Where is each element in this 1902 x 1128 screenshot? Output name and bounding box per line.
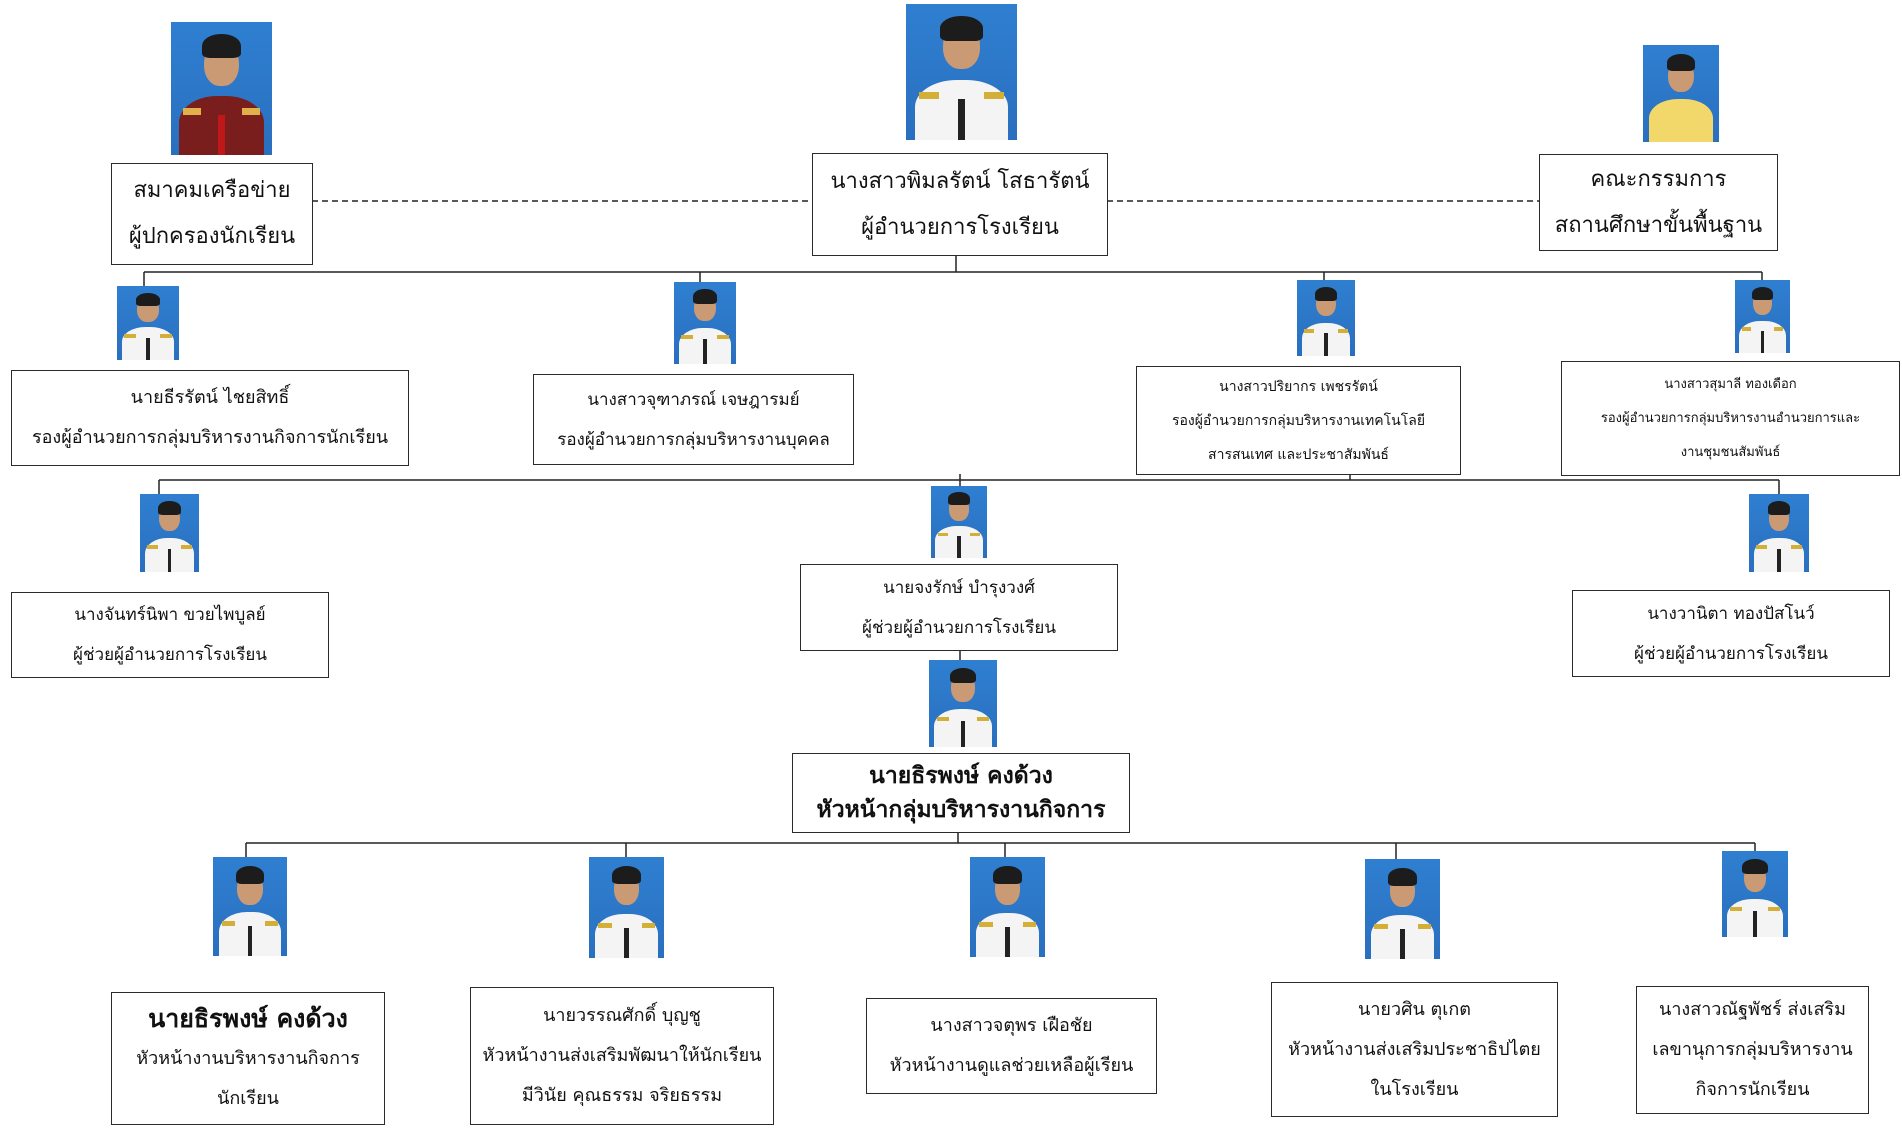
- photo-staff-1: [213, 857, 287, 956]
- deputy-title-cont: งานชุมชนสัมพันธ์: [1680, 444, 1781, 460]
- deputy-name: นางสาวสุมาลี ทองเดือก: [1664, 376, 1797, 392]
- photo-deputy-2: [674, 282, 736, 364]
- assistant-title: ผู้ช่วยผู้อำนวยการโรงเรียน: [1634, 643, 1828, 664]
- photo-assistant-1: [140, 494, 199, 572]
- photo-group-head: [929, 660, 997, 747]
- photo-deputy-4: [1735, 280, 1790, 353]
- board-line2: สถานศึกษาขั้นพื้นฐาน: [1554, 212, 1763, 238]
- staff-role-cont: นักเรียน: [217, 1087, 279, 1109]
- photo-staff-5: [1722, 851, 1788, 937]
- deputy-title-cont: สารสนเทศ และประชาสัมพันธ์: [1208, 446, 1389, 463]
- photo-deputy-3: [1297, 280, 1355, 356]
- staff-name: นายวศิน ตุเกต: [1358, 998, 1471, 1020]
- staff-role-cont: กิจการนักเรียน: [1695, 1079, 1810, 1100]
- staff-role: หัวหน้างานส่งเสริมพัฒนาให้นักเรียน: [482, 1045, 762, 1066]
- staff-name: นางสาวณัฐพัชร์ ส่งเสริม: [1659, 999, 1846, 1020]
- assistant-title: ผู้ช่วยผู้อำนวยการโรงเรียน: [862, 617, 1056, 638]
- deputy-title: รองผู้อำนวยการกลุ่มบริหารงานอำนวยการและ: [1600, 410, 1861, 426]
- deputy-box-3: นางสาวปริยากร เพชรรัตน์ รองผู้อำนวยการกล…: [1136, 366, 1461, 475]
- staff-name: นายธิรพงษ์ คงด้วง: [148, 1003, 348, 1033]
- photo-board: [1643, 45, 1719, 142]
- deputy-title: รองผู้อำนวยการกลุ่มบริหารงานกิจการนักเรี…: [31, 427, 389, 448]
- assistant-box-1: นางจันทร์นิพา ขวยไพบูลย์ ผู้ช่วยผู้อำนวย…: [11, 592, 329, 678]
- assistant-box-2: นายจงรักษ์ บำรุงวงศ์ ผู้ช่วยผู้อำนวยการโ…: [800, 564, 1118, 651]
- director-title: ผู้อำนวยการโรงเรียน: [861, 214, 1059, 240]
- assistant-name: นายจงรักษ์ บำรุงวงศ์: [883, 577, 1035, 598]
- photo-parent-association: [171, 22, 272, 155]
- parent-association-box: สมาคมเครือข่าย ผู้ปกครองนักเรียน: [111, 163, 313, 265]
- deputy-title: รองผู้อำนวยการกลุ่มบริหารงานบุคคล: [557, 429, 830, 450]
- deputy-box-1: นายธีรรัตน์ ไชยสิทธิ์ รองผู้อำนวยการกลุ่…: [11, 370, 409, 466]
- director-box: นางสาวพิมลรัตน์ โสธารัตน์ ผู้อำนวยการโรง…: [812, 153, 1108, 256]
- staff-box-1: นายธิรพงษ์ คงด้วง หัวหน้างานบริหารงานกิจ…: [111, 992, 385, 1125]
- deputy-name: นางสาวจุฑาภรณ์ เจษฎารมย์: [587, 389, 800, 410]
- staff-box-2: นายวรรณศักดิ์ บุญชู หัวหน้างานส่งเสริมพั…: [470, 987, 774, 1125]
- assistant-name: นางวานิตา ทองปัสโนว์: [1647, 603, 1815, 624]
- deputy-box-4: นางสาวสุมาลี ทองเดือก รองผู้อำนวยการกลุ่…: [1561, 361, 1900, 476]
- parent-association-line2: ผู้ปกครองนักเรียน: [128, 224, 296, 249]
- photo-director: [906, 4, 1017, 140]
- staff-name: นางสาวจตุพร เฝือชัย: [930, 1015, 1093, 1036]
- staff-role: เลขานุการกลุ่มบริหารงาน: [1652, 1039, 1853, 1060]
- staff-role: หัวหน้างานบริหารงานกิจการ: [136, 1047, 360, 1069]
- photo-deputy-1: [117, 286, 179, 360]
- photo-assistant-2: [931, 486, 987, 558]
- group-head-title: หัวหน้ากลุ่มบริหารงานกิจการ: [816, 797, 1106, 823]
- deputy-title: รองผู้อำนวยการกลุ่มบริหารงานเทคโนโลยี: [1171, 412, 1426, 429]
- director-name: นางสาวพิมลรัตน์ โสธารัตน์: [830, 168, 1090, 194]
- staff-box-5: นางสาวณัฐพัชร์ ส่งเสริม เลขานุการกลุ่มบร…: [1636, 986, 1869, 1114]
- deputy-name: นายธีรรัตน์ ไชยสิทธิ์: [130, 387, 290, 408]
- assistant-title: ผู้ช่วยผู้อำนวยการโรงเรียน: [73, 645, 267, 665]
- assistant-box-3: นางวานิตา ทองปัสโนว์ ผู้ช่วยผู้อำนวยการโ…: [1572, 590, 1890, 677]
- staff-box-4: นายวศิน ตุเกต หัวหน้างานส่งเสริมประชาธิป…: [1271, 982, 1558, 1117]
- group-head-name: นายธิรพงษ์ คงด้วง: [869, 763, 1053, 789]
- staff-role-cont: ในโรงเรียน: [1370, 1078, 1459, 1100]
- staff-role: หัวหน้างานส่งเสริมประชาธิปไตย: [1288, 1038, 1541, 1060]
- photo-staff-3: [970, 857, 1045, 957]
- deputy-name: นางสาวปริยากร เพชรรัตน์: [1219, 378, 1378, 395]
- deputy-box-2: นางสาวจุฑาภรณ์ เจษฎารมย์ รองผู้อำนวยการก…: [533, 374, 854, 465]
- photo-staff-4: [1365, 859, 1440, 959]
- photo-staff-2: [589, 857, 664, 958]
- staff-name: นายวรรณศักดิ์ บุญชู: [543, 1005, 701, 1026]
- staff-role-cont: มีวินัย คุณธรรม จริยธรรม: [521, 1085, 723, 1106]
- staff-role: หัวหน้างานดูแลช่วยเหลือผู้เรียน: [889, 1055, 1134, 1076]
- board-line1: คณะกรรมการ: [1590, 166, 1727, 192]
- parent-association-line1: สมาคมเครือข่าย: [133, 178, 291, 203]
- photo-assistant-3: [1749, 494, 1809, 572]
- board-box: คณะกรรมการ สถานศึกษาขั้นพื้นฐาน: [1539, 154, 1778, 251]
- assistant-name: นางจันทร์นิพา ขวยไพบูลย์: [74, 605, 266, 625]
- staff-box-3: นางสาวจตุพร เฝือชัย หัวหน้างานดูแลช่วยเห…: [866, 998, 1157, 1094]
- group-head-box: นายธิรพงษ์ คงด้วง หัวหน้ากลุ่มบริหารงานก…: [792, 753, 1130, 833]
